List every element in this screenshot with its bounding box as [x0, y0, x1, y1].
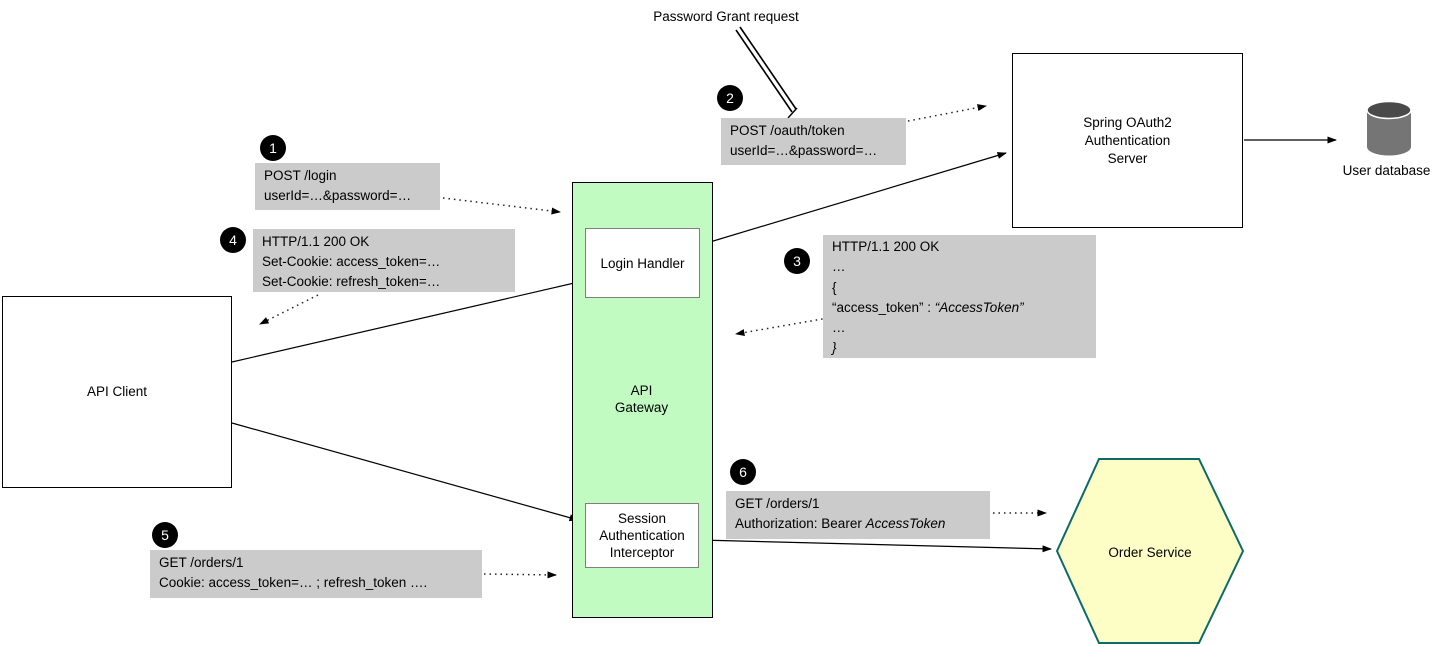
step-5-message: GET /orders/1 Cookie: access_token=… ; r…	[150, 550, 482, 598]
arrow-client-to-login-handler	[231, 279, 584, 363]
step-6-badge: 6	[730, 459, 756, 485]
step-2-badge: 2	[717, 85, 743, 111]
step-4-message: HTTP/1.1 200 OK Set-Cookie: access_token…	[253, 229, 515, 292]
step-5-badge: 5	[152, 522, 178, 548]
session-auth-interceptor-node: Session Authentication Interceptor	[585, 503, 699, 568]
arrow-client-to-interceptor	[231, 422, 579, 522]
dotted-arrow-step1-to-gateway	[442, 197, 561, 215]
step-1-message: POST /login userId=…&password=…	[255, 163, 440, 210]
dotted-arrow-step5-to-gateway	[483, 571, 557, 579]
oauth-server-node: Spring OAuth2 Authentication Server	[1012, 53, 1243, 228]
dotted-arrow-step3-to-gateway	[735, 317, 829, 336]
password-grant-pointer-line	[735, 26, 798, 119]
login-handler-node: Login Handler	[585, 228, 700, 298]
step-3-badge: 3	[784, 248, 810, 274]
api-client-label: API Client	[86, 384, 148, 399]
step-1-badge: 1	[260, 135, 286, 161]
dotted-arrow-step4-to-client	[259, 294, 319, 325]
step-4-badge: 4	[220, 227, 246, 253]
step-6-message: GET /orders/1 Authorization: Bearer Acce…	[726, 491, 990, 539]
arrow-login-handler-to-oauth-server	[699, 152, 1007, 246]
database-icon	[1366, 100, 1412, 156]
password-grant-label: Password Grant request	[653, 9, 799, 24]
dotted-arrow-step2-to-oauth-server	[907, 104, 987, 122]
user-database-label: User database	[1342, 163, 1431, 178]
step-2-message: POST /oauth/token userId=…&password=…	[721, 118, 906, 165]
order-service-label: Order Service	[1108, 545, 1192, 560]
api-gateway-label: API Gateway	[614, 383, 669, 415]
order-service-hexagon	[1055, 458, 1245, 644]
arrow-interceptor-to-order-service	[698, 539, 1052, 553]
api-client-node: API Client	[2, 296, 232, 488]
step-3-message: HTTP/1.1 200 OK … { “access_token” : “Ac…	[823, 235, 1096, 358]
login-handler-label: Login Handler	[600, 255, 685, 271]
